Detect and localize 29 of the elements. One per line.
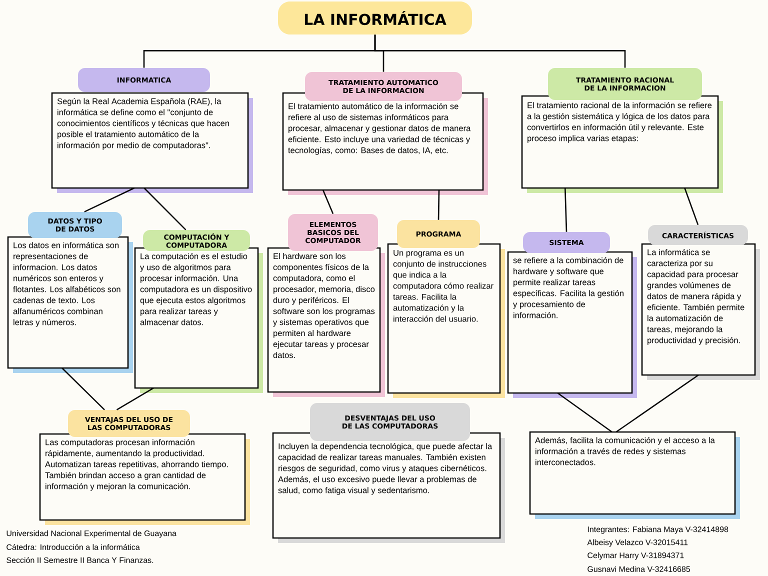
text-box: se refiere a la combinación de hardware y software que permite realizar tareas específicas. Facilita la gestión y procesamiento de información. [507, 251, 637, 398]
text-box: Los datos en informática son representaciones de informacion. Los datos numéricos son enteros y flotantes. Los alfabéticos son cadenas de texto. Los alfanuméricos combinan letras y números. [7, 236, 133, 373]
connector-line [62, 368, 105, 410]
text-box: Además, facilita la comunicación y el acceso a la información a través de redes y sistemas interconectados. [529, 431, 740, 519]
connector-line [84, 187, 135, 212]
connector-line [116, 387, 154, 410]
footer-text: Gusnavi Medina V-32416685 [588, 566, 690, 572]
footer-text: Universidad Nacional Experimental de Guayana [6, 530, 176, 538]
footer-text: Albeisy Velazco V-32015411 [587, 539, 688, 547]
footer-text: Celymar Harry V-31894371 [588, 552, 684, 560]
connector-line [616, 374, 699, 433]
connector-line [438, 190, 440, 220]
text-box: La informática se caracteriza por su capacidad para procesar grandes volúmenes de datos de manera rápida y eficiente. También permite la automatización de tareas, mejorando la productividad y precisión. [641, 243, 760, 380]
text-box: La computación es el estudio y uso de algoritmos para procesar información. Una computadora es un dispositivo que ejecuta estos algoritmos para realizar tareas y almacenar datos. [134, 247, 263, 393]
text-box: Un programa es un conjunto de instrucciones que indica a la computadora cómo realizar tareas. Facilita la automatización y la interacción del usuario. [387, 243, 505, 398]
connector-line [684, 188, 699, 226]
connector-line [557, 392, 612, 433]
text-box: Según la Real Academia Española (RAE), la informática se define como el "conjunto de conocimientos científicos y técnicas que hacen posible el tratamiento automático de la información por medio de computadoras". [51, 92, 253, 193]
text-box: Las computadoras procesan información rápidamente, aumentando la productividad. Automatizan tareas repetitivas, ahorrando tiempo. También brindan acceso a gran cantidad de información y mejoran la comunicación. [39, 433, 250, 525]
connector-line [322, 190, 334, 214]
footer-text: Sección II Semestre II Banca Y Finanzas. [6, 557, 154, 563]
connector-line [374, 34, 626, 68]
connector-line [564, 188, 568, 232]
footer-text: Cátedra: Introducción a la informática [6, 544, 140, 550]
text-box: Incluyen la dependencia tecnológica, que puede afectar la capacidad de realizar tareas manuales. También existen riesgos de seguridad, como virus y ataques cibernéticos. Además, el uso excesivo puede llevar a problemas de salud, como fatiga visual y sedentarismo. [272, 432, 505, 543]
title-banner: LA INFORMÁTICA [278, 2, 472, 34]
text-box: El tratamiento automático de la información se refiere al uso de sistemas informáticos para procesar, almacenar y gestionar datos de manera eficiente. Esto incluye una variedad de técnicas y tecnologías, como: Bases de datos, IA, etc. [282, 92, 488, 195]
text-box: El tratamiento racional de la información se refiere a la gestión sistemática y lógica de los datos para convertirlos en información útil y relevante. Este proceso implica varias etapas: [521, 95, 723, 193]
text-box: El hardware son los componentes físicos de la computadora, como el procesador, memoria, disco duro y periféricos. El software son los programas y sistemas operativos que permiten al hardware ejecutar tareas y procesar datos. [267, 247, 385, 397]
